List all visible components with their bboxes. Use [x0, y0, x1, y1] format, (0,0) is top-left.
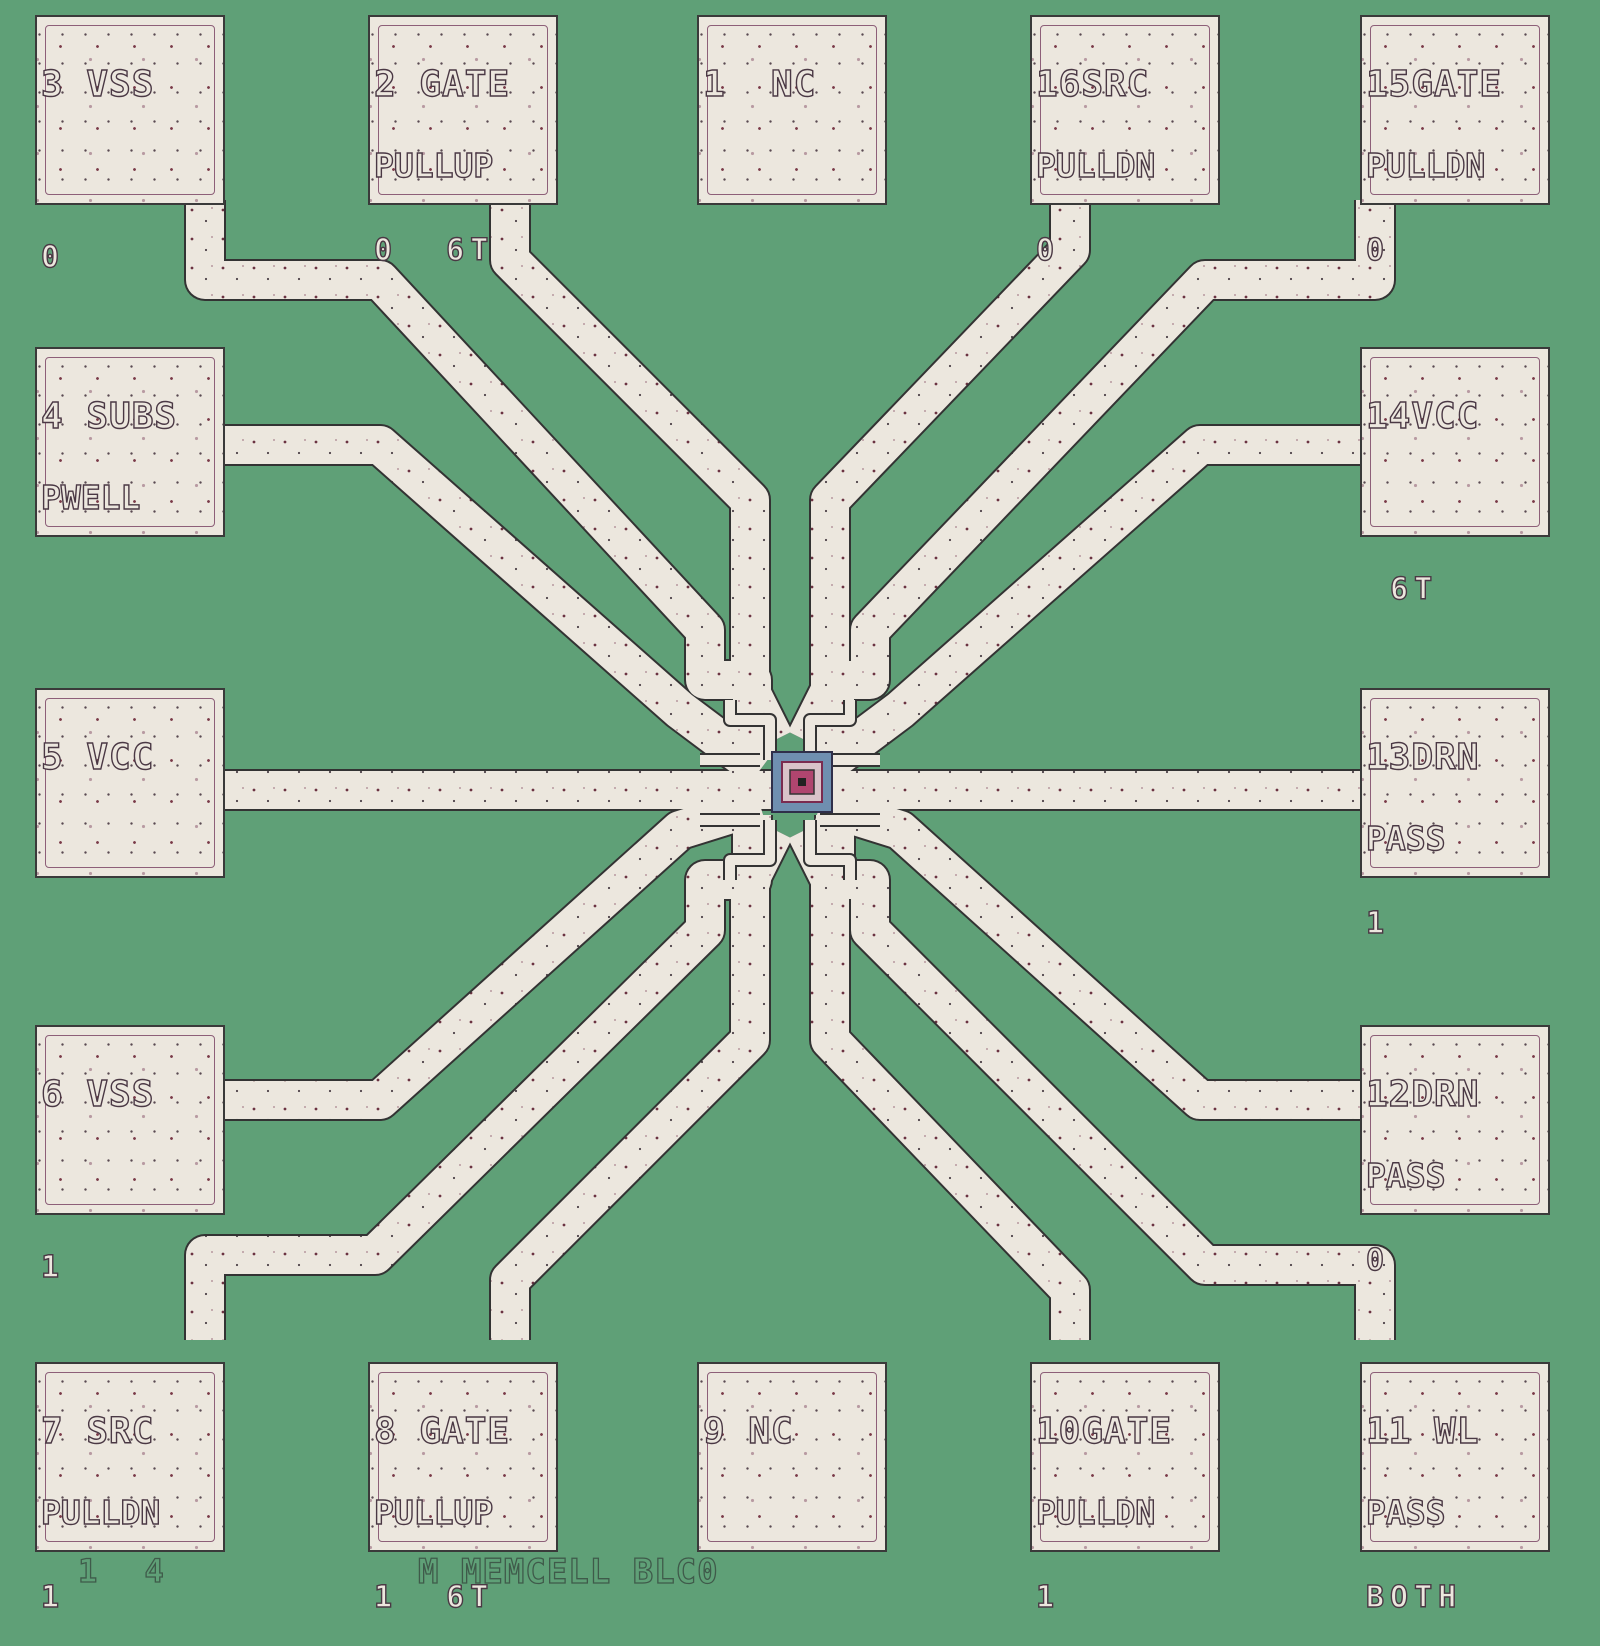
pad-8-line-2: PULLUP: [373, 1493, 494, 1532]
pad-4-line-2: PWELL: [40, 478, 141, 517]
pad-7: 7 SRC PULLDN 1: [35, 1362, 225, 1613]
pad-3: 3 VSS 0: [35, 15, 225, 273]
die-micrograph: 3 VSS 0 2 GATE PULLUP 0 6T 1 NC 16SRC PU…: [35, 15, 1550, 1614]
metal-traces: [184, 200, 1396, 1340]
pad-12-line-3: 0: [1365, 1243, 1391, 1278]
pad-11: 11 WL PASS BOTH: [1360, 1362, 1550, 1613]
pad-15-line-2: PULLDN: [1365, 146, 1486, 185]
pad-15: 15GATE PULLDN 0: [1360, 15, 1550, 266]
pad-16: 16SRC PULLDN 0: [1030, 15, 1220, 266]
pad-16-line-1: 16SRC: [1035, 64, 1150, 105]
pad-1: 1 NC: [697, 15, 887, 205]
pad-4: 4 SUBS PWELL: [35, 347, 225, 537]
pad-4-line-1: 4 SUBS: [40, 396, 178, 437]
pad-16-line-2: PULLDN: [1035, 146, 1156, 185]
pad-1-line-1: 1 NC: [702, 64, 817, 105]
pad-2-line-1: 2 GATE: [373, 64, 511, 105]
pad-13-line-2: PASS: [1365, 819, 1446, 858]
pad-13-line-1: 13DRN: [1365, 737, 1480, 778]
pad-14-line-3: 6T: [1366, 572, 1439, 607]
pad-10-line-3: 1: [1035, 1580, 1061, 1615]
pad-9-line-1: 9 NC: [702, 1411, 794, 1452]
pad-8: 8 GATE PULLUP 1 6T: [368, 1362, 558, 1613]
memory-cell: [771, 751, 833, 813]
pad-2-line-2: PULLUP: [373, 146, 494, 185]
pad-6-line-1: 6 VSS: [40, 1074, 155, 1115]
pad-12-line-1: 12DRN: [1365, 1074, 1480, 1115]
pad-10: 10GATE PULLDN 1: [1030, 1362, 1220, 1613]
pad-15-line-1: 15GATE: [1365, 64, 1503, 105]
pad-7-line-1: 7 SRC: [40, 1411, 155, 1452]
pad-6: 6 VSS 1: [35, 1025, 225, 1283]
pad-5: 5 VCC: [35, 688, 225, 878]
pad-12-line-2: PASS: [1365, 1156, 1446, 1195]
pad-6-line-3: 1: [40, 1250, 66, 1285]
pad-16-line-3: 0: [1035, 233, 1061, 268]
pad-13: 13DRN PASS 1: [1360, 688, 1550, 939]
pad-10-line-1: 10GATE: [1035, 1411, 1173, 1452]
corner-label: 1 4: [77, 1551, 178, 1590]
pad-5-line-1: 5 VCC: [40, 737, 155, 778]
pad-3-line-3: 0: [40, 240, 66, 275]
pad-12: 12DRN PASS 0: [1360, 1025, 1550, 1276]
pad-15-line-3: 0: [1365, 233, 1391, 268]
pad-11-line-3: BOTH: [1365, 1580, 1463, 1615]
pad-14-line-1: 14VCC: [1365, 396, 1480, 437]
pad-2: 2 GATE PULLUP 0 6T: [368, 15, 558, 266]
pad-13-line-3: 1: [1365, 906, 1391, 941]
pad-2-line-3: 0 6T: [373, 233, 495, 268]
pad-11-line-2: PASS: [1365, 1493, 1446, 1532]
pad-3-line-1: 3 VSS: [40, 64, 155, 105]
pad-8-line-1: 8 GATE: [373, 1411, 511, 1452]
pad-7-line-2: PULLDN: [40, 1493, 161, 1532]
pad-9: 9 NC: [697, 1362, 887, 1552]
die-label: M MEMCELL BLC0: [417, 1551, 719, 1592]
pad-14: 14VCC 6T: [1360, 347, 1550, 605]
pad-10-line-2: PULLDN: [1035, 1493, 1156, 1532]
pad-11-line-1: 11 WL: [1365, 1411, 1480, 1452]
